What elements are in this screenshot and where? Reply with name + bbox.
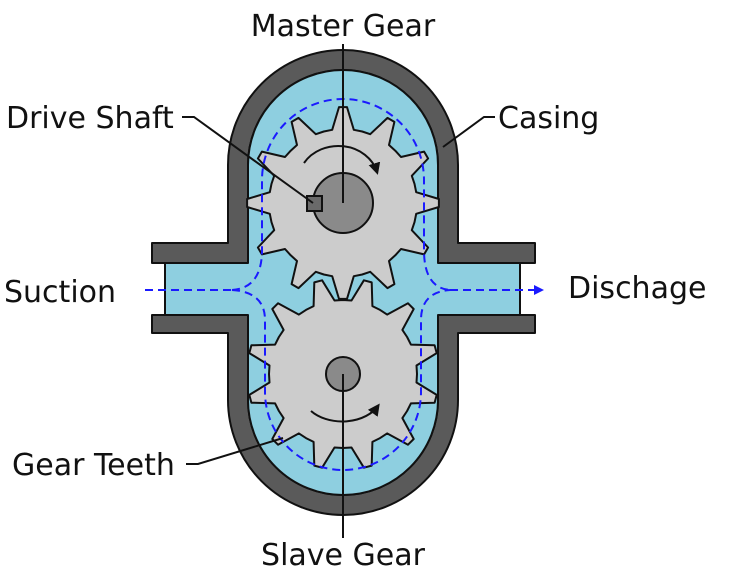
- master-gear-label: Master Gear: [251, 9, 436, 44]
- slave-rotation-arrow: [310, 403, 380, 423]
- gear-teeth-leader: [186, 437, 284, 465]
- drive-shaft-label: Drive Shaft: [6, 101, 174, 136]
- slave-gear-label: Slave Gear: [261, 538, 426, 573]
- suction-label: Suction: [4, 275, 116, 310]
- discharge-label: Dischage: [568, 271, 706, 306]
- gear-teeth-label: Gear Teeth: [12, 448, 175, 483]
- casing-label: Casing: [498, 101, 599, 136]
- casing-leader: [442, 116, 495, 148]
- drive-shaft-key: [306, 195, 323, 212]
- drive-shaft-leader: [182, 116, 314, 204]
